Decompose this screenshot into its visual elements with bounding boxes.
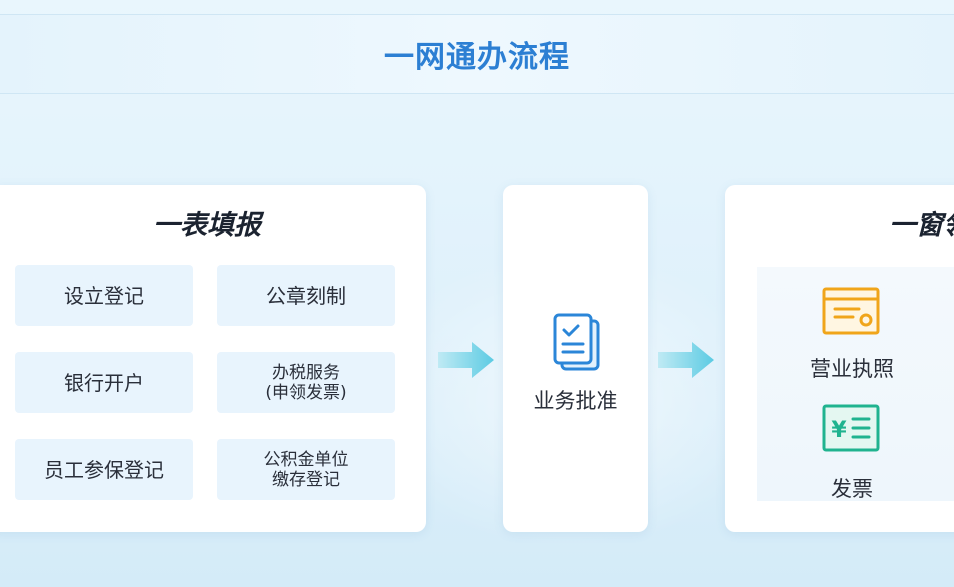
step-item-label-line2: 缴存登记 — [272, 469, 340, 490]
document-check-icon — [553, 313, 600, 371]
form-fill-title: 一表填报 — [153, 210, 261, 241]
license-icon — [822, 287, 880, 335]
step-item-label: 员工参保登记 — [44, 457, 164, 482]
step-item-seal-engraving: 公章刻制 — [217, 265, 395, 326]
invoice-label: 发票 — [831, 477, 873, 501]
flow-arrow-icon — [438, 342, 494, 378]
outputs-panel: 营业执照 ¥ 发票 — [757, 267, 954, 501]
svg-text:¥: ¥ — [831, 418, 847, 443]
step-item-label: 公章刻制 — [266, 283, 346, 308]
step-item-bank-account: 银行开户 — [15, 352, 193, 413]
flow-arrow-icon — [658, 342, 714, 378]
step-item-housing-fund: 公积金单位 缴存登记 — [217, 439, 395, 500]
approval-card: 业务批准 — [503, 185, 648, 532]
step-item-label-line1: 办税服务 — [272, 362, 340, 383]
form-fill-card: 一表填报 设立登记 公章刻制 银行开户 办税服务 (申领发票) 员工参保登记 公… — [0, 185, 426, 532]
header-bar: 一网通办流程 — [0, 14, 954, 94]
invoice-yuan-icon: ¥ — [822, 404, 880, 452]
collection-title: 一窗领 — [889, 210, 954, 241]
step-item-employee-insurance: 员工参保登记 — [15, 439, 193, 500]
step-item-tax-service: 办税服务 (申领发票) — [217, 352, 395, 413]
page-title: 一网通办流程 — [384, 40, 570, 75]
step-item-label: 银行开户 — [64, 370, 144, 395]
step-item-establish-registration: 设立登记 — [15, 265, 193, 326]
collection-card: 一窗领 营业执照 ¥ 发票 — [725, 185, 954, 532]
step-item-label: 设立登记 — [64, 283, 144, 308]
license-label: 营业执照 — [810, 357, 894, 381]
approval-label: 业务批准 — [533, 389, 618, 413]
step-item-label-line2: (申领发票) — [265, 382, 347, 403]
step-item-label-line1: 公积金单位 — [263, 449, 349, 470]
